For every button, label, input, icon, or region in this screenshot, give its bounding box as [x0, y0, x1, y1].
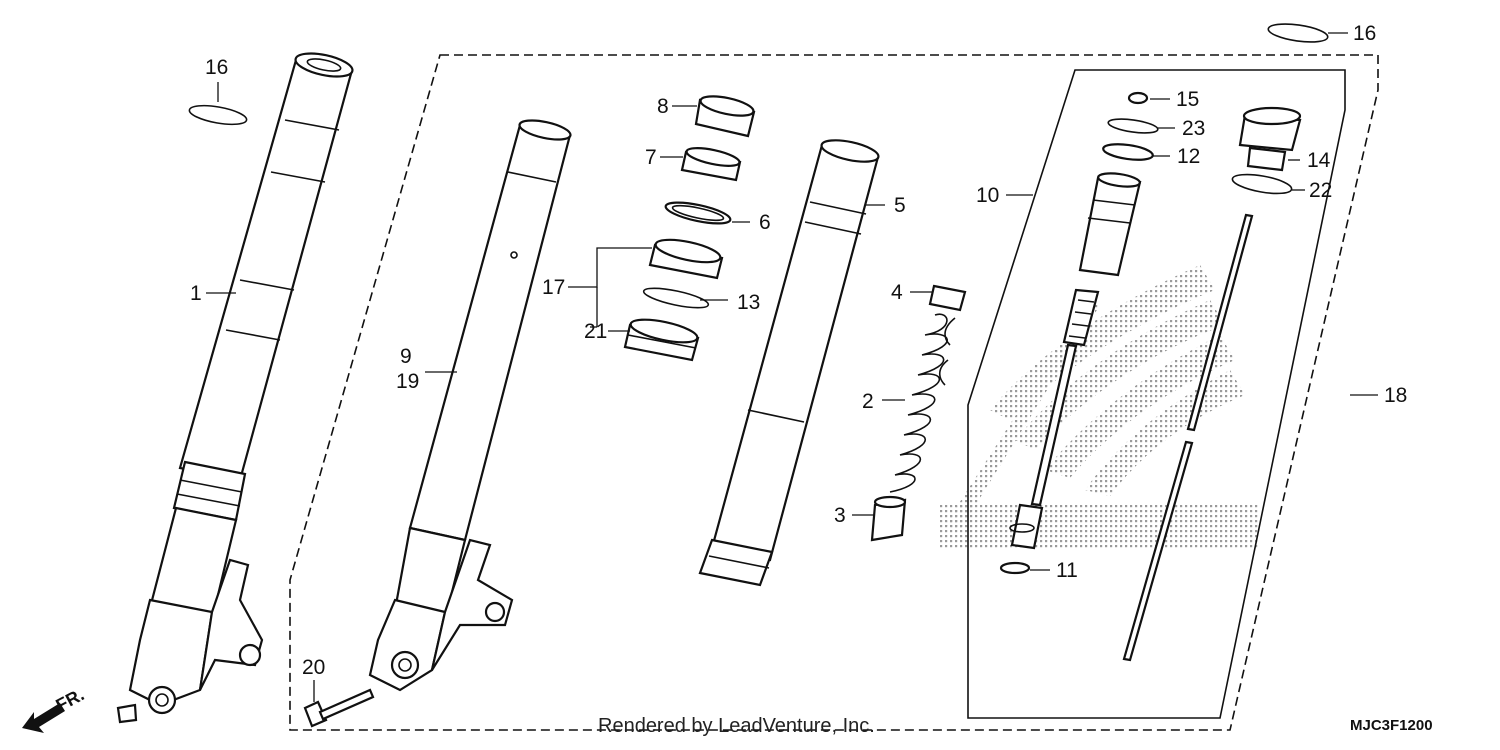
damper-rod	[1122, 213, 1254, 662]
spring-group	[870, 284, 967, 542]
callout-17: 17	[542, 276, 565, 299]
assembly-outline	[289, 54, 1379, 731]
callout-4: 4	[891, 281, 903, 304]
callout-9: 9	[400, 345, 412, 368]
callout-5: 5	[894, 194, 906, 217]
diagram-code: MJC3F1200	[1350, 717, 1433, 734]
callout-10: 10	[976, 184, 999, 207]
callout-11: 11	[1056, 559, 1078, 582]
brand-watermark	[940, 265, 1260, 550]
callout-6: 6	[759, 211, 771, 234]
callout-1: 1	[190, 282, 202, 305]
callout-18: 18	[1384, 384, 1407, 407]
callout-19: 19	[396, 370, 419, 393]
outer-tube	[698, 139, 880, 587]
callout-2: 2	[862, 390, 874, 413]
bottom-case	[368, 119, 572, 692]
seal-stack	[623, 95, 756, 362]
front-arrow-icon	[22, 703, 65, 733]
fork-tube-left	[116, 52, 354, 724]
callout-13: 13	[737, 291, 760, 314]
callout-21: 21	[584, 320, 607, 343]
callout-23: 23	[1182, 117, 1205, 140]
callout-20: 20	[302, 656, 325, 679]
callout-7: 7	[645, 146, 657, 169]
callout-15: 15	[1176, 88, 1199, 111]
callout-labels: 1 2 3 4 5 6 7 8 9 19 10 11 12 13 14 15 1…	[190, 22, 1407, 679]
callout-22: 22	[1309, 179, 1332, 202]
cap-bolt-group	[188, 23, 1329, 195]
render-credit: Rendered by LeadVenture, Inc.	[598, 715, 875, 737]
callout-14: 14	[1307, 149, 1331, 172]
callout-12: 12	[1177, 145, 1200, 168]
callout-3: 3	[834, 504, 846, 527]
cartridge-box	[967, 69, 1346, 719]
axle-bolt	[303, 688, 375, 728]
callout-16-left: 16	[205, 56, 228, 79]
front-indicator: FR.	[22, 684, 87, 733]
leader-lines	[206, 32, 1378, 702]
cartridge-assembly	[999, 91, 1159, 575]
callout-8: 8	[657, 95, 669, 118]
callout-16-right: 16	[1353, 22, 1376, 45]
